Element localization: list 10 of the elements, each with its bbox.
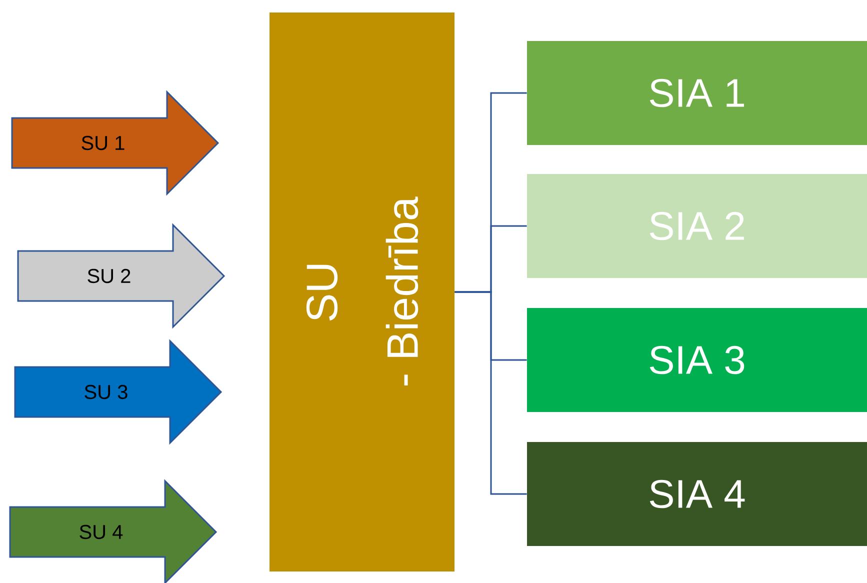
company-box: SIA 2 [527, 174, 867, 278]
arrow-shaped-box: SU 3 [14, 339, 222, 445]
arrow-shaped-box: SU 4 [9, 479, 218, 583]
arrow-shaped-box: SU 1 [11, 90, 220, 196]
organization-box: SU - Biedrība [270, 12, 454, 572]
company-box: SIA 1 [527, 41, 867, 145]
arrow-shaped-box: SU 2 [17, 223, 226, 329]
company-box: SIA 4 [527, 442, 867, 546]
connector-line [454, 291, 527, 495]
company-box: SIA 3 [527, 308, 867, 412]
